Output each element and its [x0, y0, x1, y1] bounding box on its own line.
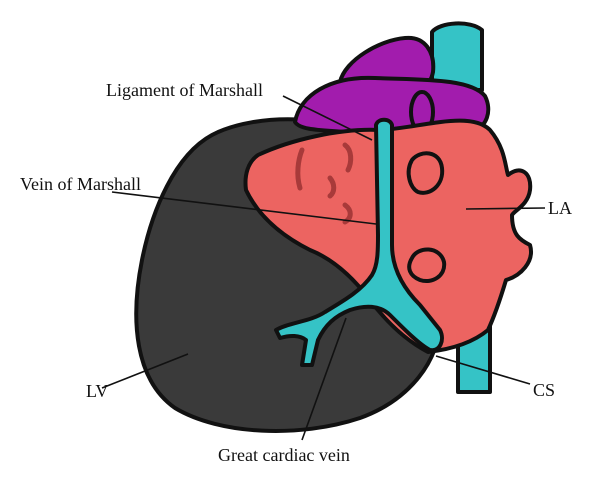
label-vein-of-marshall: Vein of Marshall	[20, 174, 141, 194]
pulmonary-vein-openings	[406, 151, 447, 283]
label-great-cardiac-vein: Great cardiac vein	[218, 445, 350, 465]
label-la: LA	[548, 198, 572, 218]
leader-lv	[101, 353, 189, 389]
label-ligament-of-marshall: Ligament of Marshall	[106, 80, 263, 100]
label-lv: LV	[86, 381, 109, 401]
leader-cs	[435, 355, 531, 385]
leader-vein-of-marshall	[111, 191, 377, 225]
leader-great-cardiac-vein	[301, 317, 347, 441]
leader-lines	[101, 95, 546, 441]
leader-ligament-of-marshall	[282, 95, 373, 141]
leader-la	[465, 207, 546, 210]
label-cs: CS	[533, 380, 556, 400]
vein-of-marshall	[274, 117, 444, 367]
aorta-vessel	[430, 21, 484, 92]
